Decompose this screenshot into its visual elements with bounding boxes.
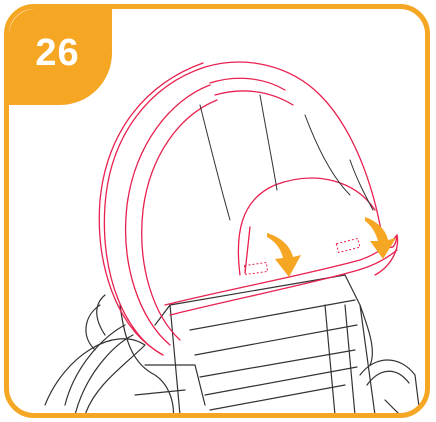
instruction-panel: 26	[4, 4, 430, 418]
frame-tube-left	[65, 325, 125, 405]
clip-marker-right	[336, 238, 360, 252]
arrow-down-right-icon	[365, 217, 396, 259]
seat-back-panel	[155, 275, 375, 415]
arrow-down-left-icon	[267, 233, 301, 277]
step-number: 26	[35, 32, 79, 75]
clip-marker-left	[245, 263, 268, 275]
canopy-outer	[104, 62, 397, 355]
